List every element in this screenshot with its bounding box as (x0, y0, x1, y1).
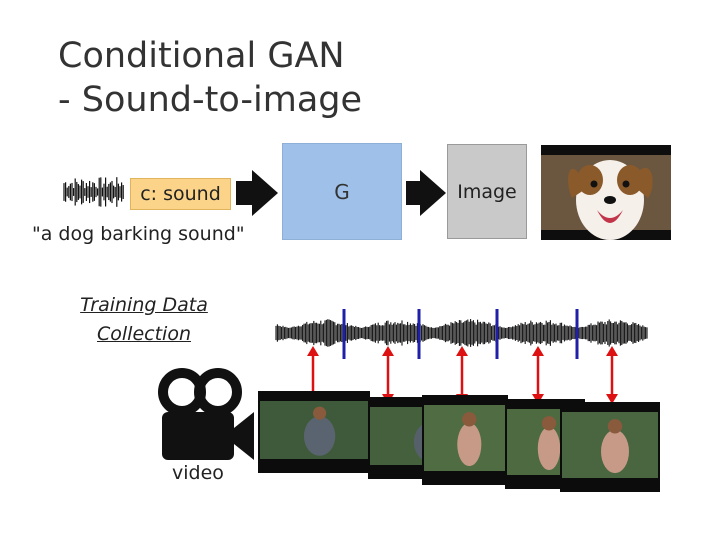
video-frame (560, 402, 660, 492)
video-frame (258, 391, 370, 473)
waveform-icon (64, 177, 123, 207)
training-heading-line-2: Collection (70, 320, 218, 349)
video-frames (258, 391, 660, 492)
sound-caption: "a dog barking sound" (32, 223, 245, 245)
training-heading: Training Data Collection (70, 291, 218, 349)
video-camera-icon (162, 373, 254, 460)
condition-box: c: sound (130, 178, 231, 210)
video-frame (422, 395, 508, 485)
arrow-condition-to-g (236, 170, 278, 216)
video-label: video (172, 462, 224, 484)
dog-photo (541, 145, 671, 240)
generator-box: G (282, 143, 402, 240)
audio-waveform-strip (276, 319, 647, 347)
training-heading-line-1: Training Data (70, 291, 218, 320)
output-image-box: Image (447, 144, 527, 239)
arrow-g-to-image (406, 170, 446, 216)
